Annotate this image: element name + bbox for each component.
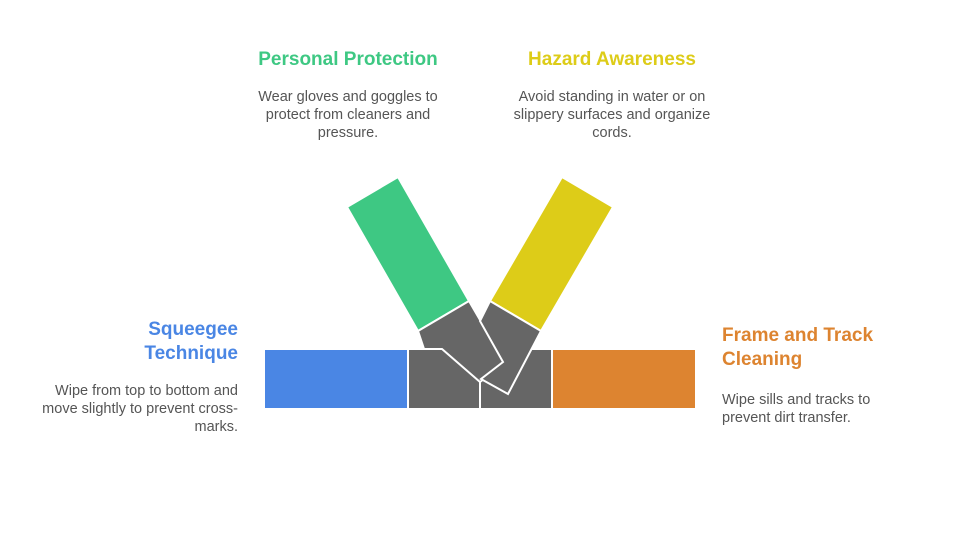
squeegee-technique-title: Squeegee Technique <box>144 319 238 364</box>
frame-track-cleaning-title: Frame and Track Cleaning <box>722 325 874 370</box>
personal-protection-description: Wear gloves and goggles to protect from … <box>258 89 438 141</box>
frame-bar <box>551 348 697 410</box>
hazard-awareness-title: Hazard Awareness <box>528 49 696 70</box>
hazard-awareness-bar <box>488 175 615 333</box>
hub-left-diagonal <box>416 299 507 384</box>
squeegee-technique-description: Wipe from top to bottom and move slightl… <box>42 383 238 435</box>
personal-protection-title: Personal Protection <box>258 49 438 70</box>
hub-right-diagonal <box>478 299 543 396</box>
frame-track-cleaning-description: Wipe sills and tracks to prevent dirt tr… <box>722 392 871 426</box>
hazard-awareness-description: Avoid standing in water or on slippery s… <box>513 89 711 141</box>
squeegee-bar <box>263 348 409 410</box>
personal-protection-bar <box>345 175 471 333</box>
